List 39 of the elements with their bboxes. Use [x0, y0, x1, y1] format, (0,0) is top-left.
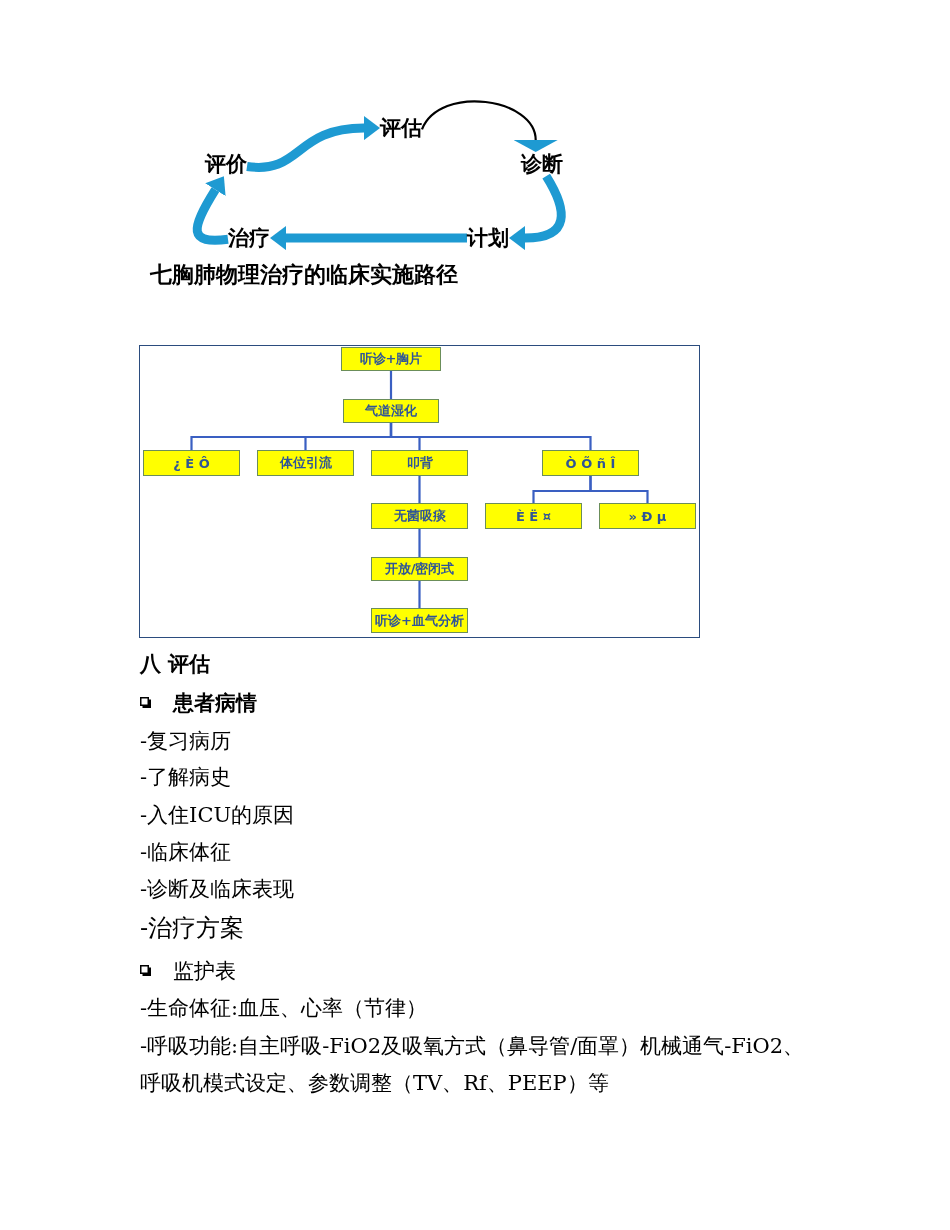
curved-arrow: [509, 173, 566, 251]
section-heading: 七胸肺物理治疗的临床实施路径: [150, 261, 458, 289]
process-box: Ò Õ ñ Î: [542, 450, 639, 476]
connector-line: [418, 581, 421, 608]
process-box: 气道湿化: [343, 399, 439, 423]
process-box: È Ë ¤: [485, 503, 582, 529]
step-label: 诊断: [521, 152, 563, 177]
list-item: -诊断及临床表现: [140, 876, 295, 902]
curved-arrow: [246, 116, 380, 172]
list-item: -治疗方案: [140, 913, 245, 943]
list-item: -入住ICU的原因: [140, 802, 295, 828]
list-item: -了解病史: [140, 764, 232, 790]
list-item: -生命体征:血压、心率（节律）: [140, 995, 428, 1021]
connector-line: [389, 371, 393, 399]
connector-line: [418, 529, 421, 557]
process-box: 体位引流: [257, 450, 354, 476]
list-item: -复习病历: [140, 728, 232, 754]
curved-arrow: [192, 176, 229, 245]
arrow: [270, 226, 467, 251]
process-box: » Ð µ: [599, 503, 696, 529]
process-box: 听诊+胸片: [341, 347, 441, 371]
curved-arrow: [421, 100, 558, 152]
process-box: 无菌吸痰: [371, 503, 468, 529]
section-heading: 八 评估: [140, 651, 211, 677]
connector-line: [389, 423, 592, 450]
list-item: -呼吸功能:自主呼吸-FiO2及吸氧方式（鼻导管/面罩）机械通气-FiO2、呼吸机模式设定、参数调整（TV、Rf、PEEP）等: [140, 1032, 806, 1097]
step-label: 评价: [205, 152, 247, 177]
process-box: 听诊+血气分析: [371, 608, 468, 633]
connector-line: [418, 476, 421, 503]
step-label: 治疗: [228, 226, 270, 251]
subheading: 患者病情: [173, 690, 257, 716]
subheading: 监护表: [173, 958, 236, 984]
process-box: 开放/密闭式: [371, 557, 468, 581]
list-item: -临床体征: [140, 839, 232, 865]
connector-line: [589, 476, 649, 503]
step-label: 计划: [467, 226, 509, 251]
step-label: 评估: [380, 116, 422, 141]
process-box: ¿ È Ô: [143, 450, 240, 476]
process-box: 叩背: [371, 450, 468, 476]
